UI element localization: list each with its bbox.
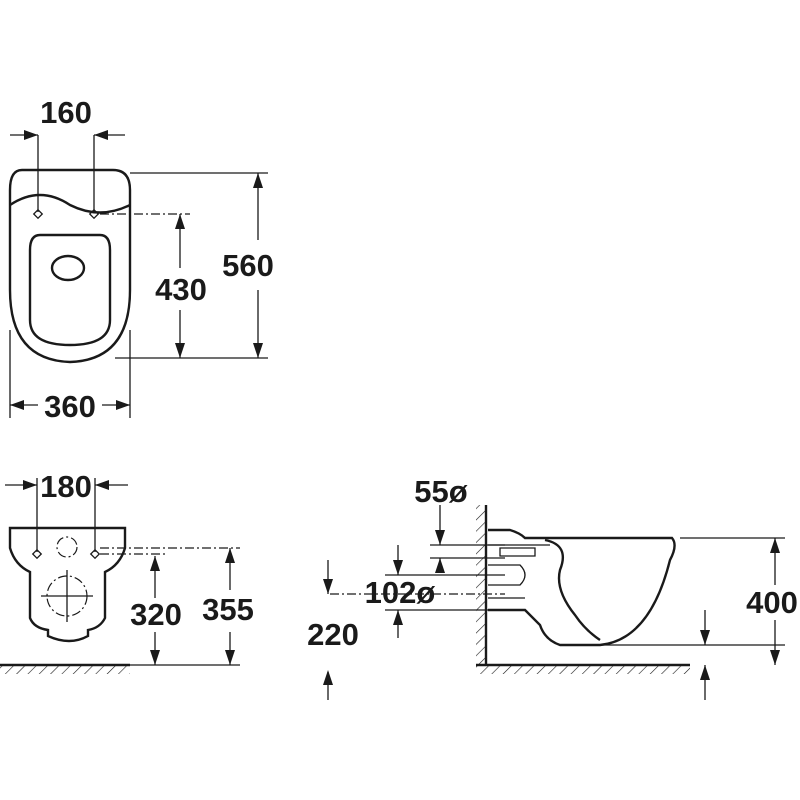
seat-opening	[28, 233, 112, 347]
outlet-diameter-label: 102ø	[365, 575, 436, 610]
pan-height-label: 400	[746, 585, 798, 620]
top-hole-spacing-label: 160	[40, 95, 92, 130]
front-fixing-height-label: 320	[130, 597, 182, 632]
front-hole-spacing-label: 180	[40, 469, 92, 504]
bowl-outline-side	[488, 528, 676, 647]
drain-hole-top	[50, 254, 86, 282]
bowl-outline-top	[8, 168, 132, 364]
top-width-label: 360	[44, 389, 96, 424]
fixing-hole-left-top	[32, 208, 44, 220]
front-rim-height-label: 355	[202, 592, 254, 627]
inlet-diameter-label: 55ø	[414, 474, 467, 509]
inlet-hole-front	[56, 536, 78, 558]
top-depth-label: 560	[222, 248, 274, 283]
top-fixing-depth-label: 430	[155, 272, 207, 307]
outlet-height-label: 220	[307, 617, 359, 652]
bowl-outline-front	[8, 526, 127, 643]
top-view: 160 360 560 430	[8, 95, 274, 424]
hinge-line	[9, 193, 131, 214]
fixing-hole-right-top	[88, 208, 100, 220]
fixing-hole-left-front	[31, 548, 43, 560]
front-view: 180 320 355	[0, 469, 254, 674]
side-view: 55ø 102ø 220 400	[307, 474, 798, 700]
fixing-hole-right-front	[89, 548, 101, 560]
